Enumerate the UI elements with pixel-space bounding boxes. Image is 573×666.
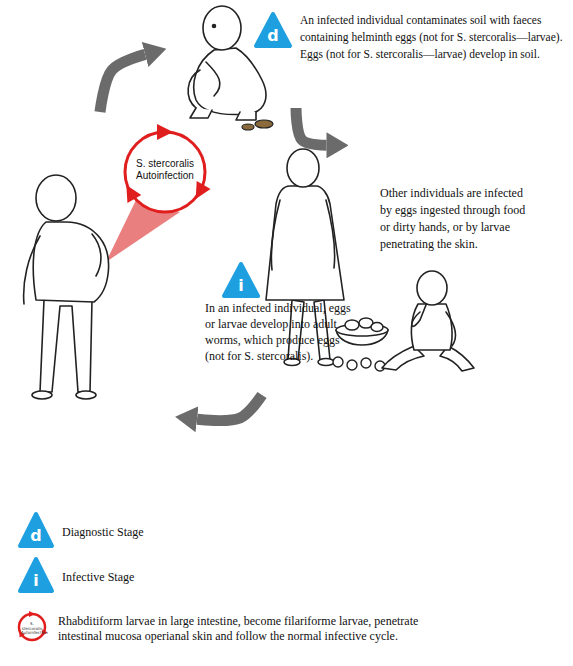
infective-triangle bbox=[224, 264, 258, 296]
girl-arm bbox=[271, 200, 280, 270]
child-foot bbox=[76, 391, 96, 399]
stage-description: An infected individual contaminates soil… bbox=[165, 4, 565, 108]
ring-arrow bbox=[189, 181, 211, 203]
infected-child bbox=[24, 175, 109, 399]
stage-text: An infected individual contaminates soil… bbox=[300, 12, 566, 63]
child-arm bbox=[206, 62, 220, 96]
child-leg bbox=[188, 70, 200, 108]
girl-arm bbox=[326, 200, 335, 268]
food-bowl bbox=[336, 318, 388, 345]
child-foot bbox=[236, 112, 256, 120]
faeces-blob bbox=[242, 124, 254, 130]
child-torso bbox=[33, 222, 108, 302]
stage-letter: d bbox=[263, 27, 283, 45]
girl-dress bbox=[266, 186, 344, 300]
ground-egg bbox=[333, 357, 343, 367]
legend-entry: Infective Stage bbox=[62, 570, 362, 585]
cycle-arrow bbox=[197, 395, 262, 421]
legend-text: Rhabditiform larvae in large intestine, … bbox=[58, 614, 418, 643]
girl-head bbox=[287, 149, 319, 187]
faeces-blob bbox=[255, 120, 273, 128]
ring-arrow bbox=[119, 181, 141, 203]
food-egg bbox=[371, 323, 383, 332]
legend-diagnostic-triangle bbox=[20, 514, 52, 546]
child-eye bbox=[213, 25, 216, 28]
child-torso bbox=[411, 304, 452, 350]
legend-ring bbox=[19, 614, 45, 640]
legend-autoinfection-icon bbox=[17, 611, 48, 640]
legend-infective-triangle bbox=[20, 559, 52, 591]
child-arm bbox=[92, 234, 101, 276]
stage-text: Other individuals are infected by eggs i… bbox=[380, 185, 532, 253]
circle-label: S. stercoralis Autoinfection bbox=[132, 158, 198, 182]
ground-egg bbox=[347, 360, 357, 370]
autoinfection-ring bbox=[125, 132, 205, 212]
child-head bbox=[36, 175, 76, 221]
cycle-arrow bbox=[100, 54, 145, 112]
legend-icon-text: S. stercoralis Autoinfection bbox=[21, 622, 43, 636]
faeces bbox=[242, 120, 273, 130]
cycle-arrow bbox=[296, 108, 327, 145]
legend-ring-arrow bbox=[29, 611, 35, 617]
child-foot bbox=[32, 391, 52, 399]
seated-child bbox=[382, 271, 474, 371]
child-foot bbox=[190, 108, 212, 118]
legend-entry: Rhabditiform larvae in large intestine, … bbox=[58, 614, 463, 644]
ground-egg bbox=[361, 358, 371, 368]
child-arm bbox=[24, 236, 40, 304]
legend-text: Infective Stage bbox=[62, 570, 134, 584]
girl-foot bbox=[318, 359, 334, 366]
stage-letter: i bbox=[231, 277, 251, 295]
child-arm bbox=[446, 312, 455, 346]
stage-text: In an infected individual, eggs or larva… bbox=[205, 300, 357, 364]
legend-stage-letter: i bbox=[26, 572, 46, 590]
child-torso bbox=[194, 48, 266, 114]
child-head bbox=[417, 271, 447, 305]
child-head bbox=[203, 6, 241, 50]
legend-stage-letter: d bbox=[26, 527, 46, 545]
child-legs bbox=[40, 300, 92, 392]
legend-entry: Diagnostic Stage bbox=[62, 525, 362, 540]
food-egg bbox=[345, 320, 359, 330]
legend-text: Diagnostic Stage bbox=[62, 525, 144, 539]
autoinfection-circle: S. stercoralis Autoinfection bbox=[121, 128, 209, 216]
diagnostic-triangle bbox=[256, 14, 290, 46]
crouching-child bbox=[188, 6, 266, 120]
ring-arrow bbox=[157, 124, 173, 140]
